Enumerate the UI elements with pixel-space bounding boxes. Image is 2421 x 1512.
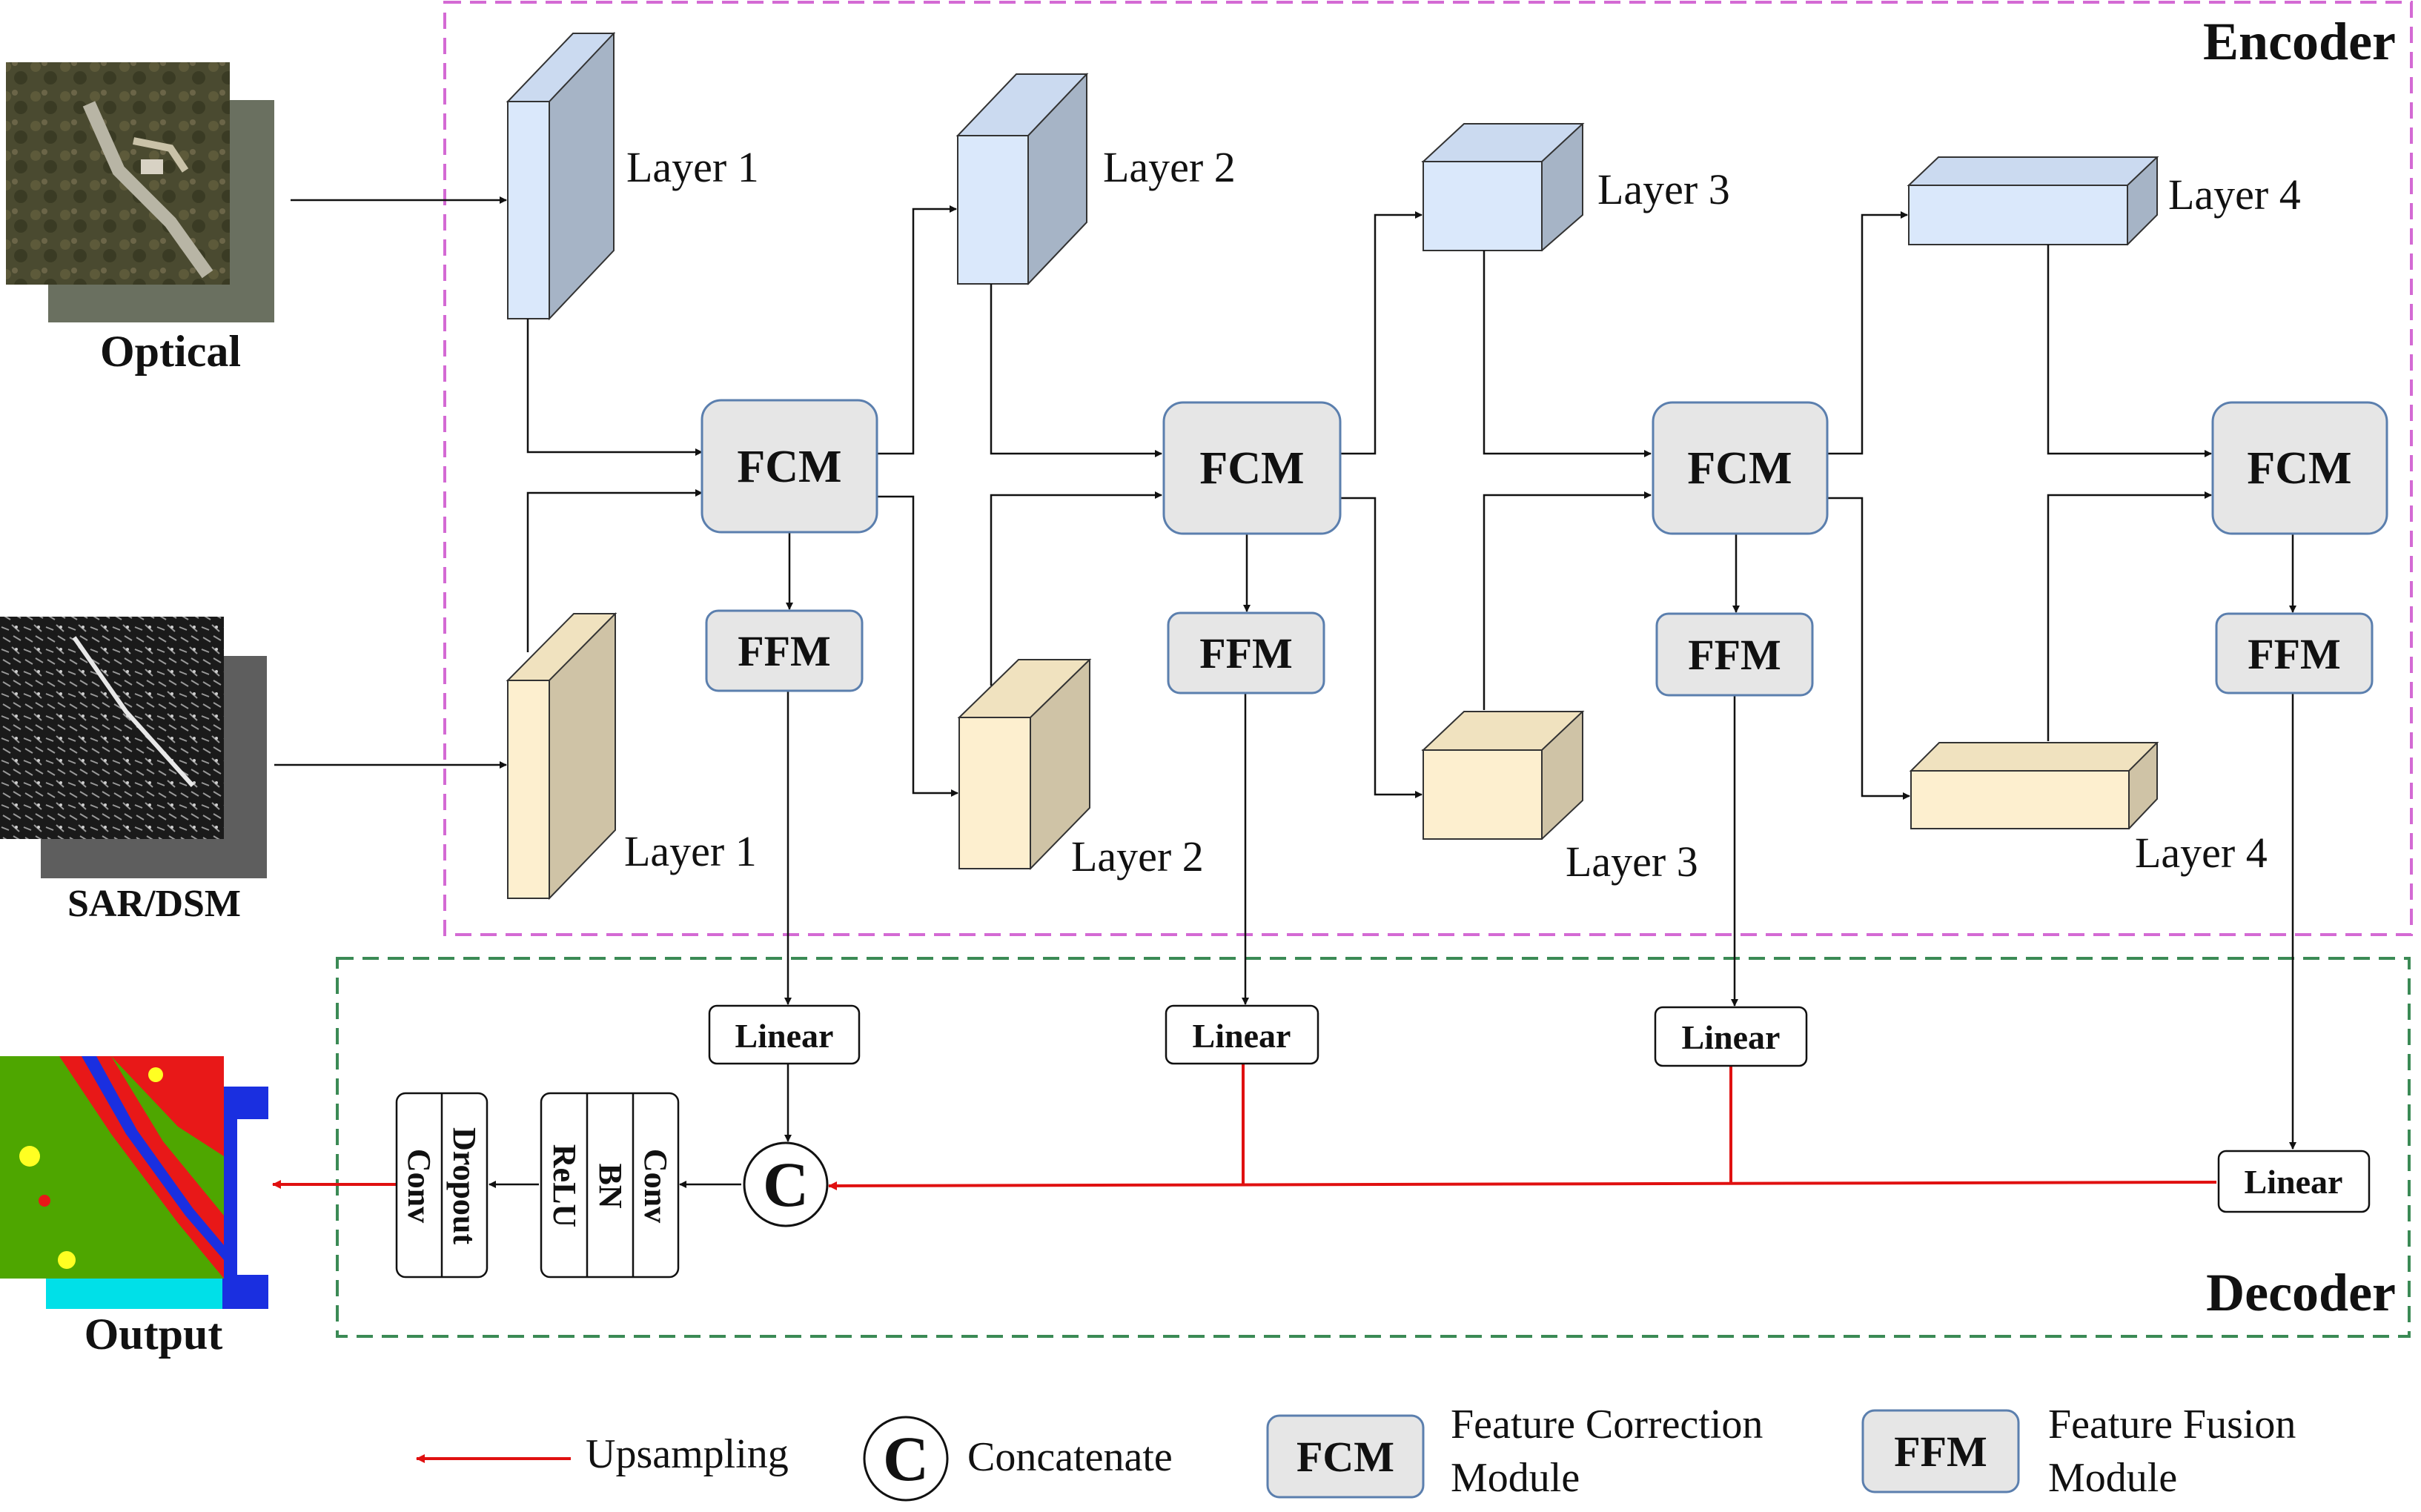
svg-text:FCM: FCM	[2247, 443, 2351, 494]
fcm-module-2: FCM	[1162, 401, 1342, 535]
legend-upsampling-label: Upsampling	[586, 1431, 789, 1477]
svg-text:FFM: FFM	[1688, 631, 1781, 679]
svg-text:Linear: Linear	[2245, 1163, 2343, 1201]
svg-text:FCM: FCM	[1687, 443, 1792, 494]
ffm-module-3: FFM	[1655, 612, 1814, 697]
sar-layer2-label: Layer 2	[1071, 832, 1204, 881]
svg-text:FCM: FCM	[1199, 443, 1304, 494]
encoder-frame	[443, 1, 2413, 936]
ffm-module-1: FFM	[705, 609, 864, 692]
linear-block-1: Linear	[708, 1004, 861, 1065]
legend-fcm-box	[1266, 1414, 1425, 1499]
linear-block-2: Linear	[1165, 1004, 1319, 1065]
linear-block-4: Linear	[2217, 1150, 2371, 1213]
legend: Upsampling C Concatenate FCM Feature Cor…	[416, 1402, 2296, 1502]
legend-concatenate-label: Concatenate	[967, 1434, 1173, 1480]
sar-layer2-cube	[957, 658, 1092, 870]
optical-label: Optical	[100, 327, 241, 376]
conv-label: Conv	[637, 1149, 674, 1223]
dropout-label: Dropout	[446, 1127, 483, 1244]
svg-text:Linear: Linear	[735, 1017, 834, 1055]
ffm-module-4: FFM	[2215, 612, 2374, 694]
optical-layer1-label: Layer 1	[626, 143, 759, 191]
optical-layer2-label: Layer 2	[1103, 143, 1236, 191]
connection-arrows	[274, 196, 2296, 1188]
optical-layer4-cube	[1907, 156, 2159, 246]
fcm-module-4: FCM	[2211, 401, 2388, 535]
svg-text:FFM: FFM	[1199, 629, 1293, 677]
output-image	[0, 1056, 268, 1309]
decoder-label: Decoder	[2206, 1263, 2396, 1322]
optical-input-image	[6, 62, 274, 322]
sar-layer4-cube	[1909, 741, 2159, 830]
legend-fcm-desc-2: Module	[1451, 1455, 1580, 1501]
sar-layer1-label: Layer 1	[624, 827, 757, 875]
sar-layer4-label: Layer 4	[2135, 829, 2268, 877]
svg-text:Linear: Linear	[1193, 1017, 1291, 1055]
legend-fcm-desc-1: Feature Correction	[1451, 1402, 1763, 1448]
svg-text:FCM: FCM	[1296, 1433, 1394, 1481]
svg-text:FFM: FFM	[1894, 1428, 1987, 1476]
optical-layer3-cube	[1421, 122, 1585, 252]
sar-input-image	[0, 617, 267, 878]
svg-text:Linear: Linear	[1682, 1018, 1781, 1056]
legend-ffm-desc-2: Module	[2048, 1455, 2177, 1501]
svg-text:FCM: FCM	[737, 442, 841, 492]
fcm-module-3: FCM	[1652, 401, 1829, 535]
legend-ffm-desc-1: Feature Fusion	[2048, 1402, 2296, 1448]
svg-text:C: C	[883, 1423, 929, 1494]
svg-text:C: C	[763, 1149, 809, 1220]
ffm-module-2: FFM	[1167, 611, 1325, 694]
sar-layer3-cube	[1421, 710, 1585, 840]
encoder-label: Encoder	[2203, 12, 2396, 71]
fcm-module-1: FCM	[701, 399, 878, 534]
optical-layer2-cube	[956, 73, 1089, 285]
sar-layer1-cube	[506, 612, 617, 901]
legend-concat-symbol	[863, 1416, 949, 1502]
svg-text:FFM: FFM	[738, 627, 831, 675]
conv-bn-relu-block: Conv BN ReLU	[540, 1092, 680, 1279]
optical-layer4-label: Layer 4	[2168, 170, 2301, 219]
upsampling-arrows	[272, 1064, 2217, 1190]
sar-label: SAR/DSM	[67, 883, 241, 925]
sar-layer3-label: Layer 3	[1566, 838, 1698, 886]
optical-layer1-cube	[506, 32, 616, 321]
legend-ffm-box	[1861, 1409, 2020, 1493]
output-label: Output	[85, 1310, 223, 1359]
bn-label: BN	[592, 1163, 629, 1208]
svg-text:FFM: FFM	[2248, 630, 2341, 678]
conv2-label: Conv	[401, 1149, 437, 1223]
concatenate-node: C	[743, 1141, 829, 1227]
relu-label: ReLU	[546, 1144, 583, 1227]
optical-layer3-label: Layer 3	[1597, 165, 1730, 213]
decoder-frame	[336, 957, 2411, 1338]
linear-block-3: Linear	[1654, 1006, 1808, 1067]
dropout-conv-block: Dropout Conv	[395, 1092, 488, 1279]
